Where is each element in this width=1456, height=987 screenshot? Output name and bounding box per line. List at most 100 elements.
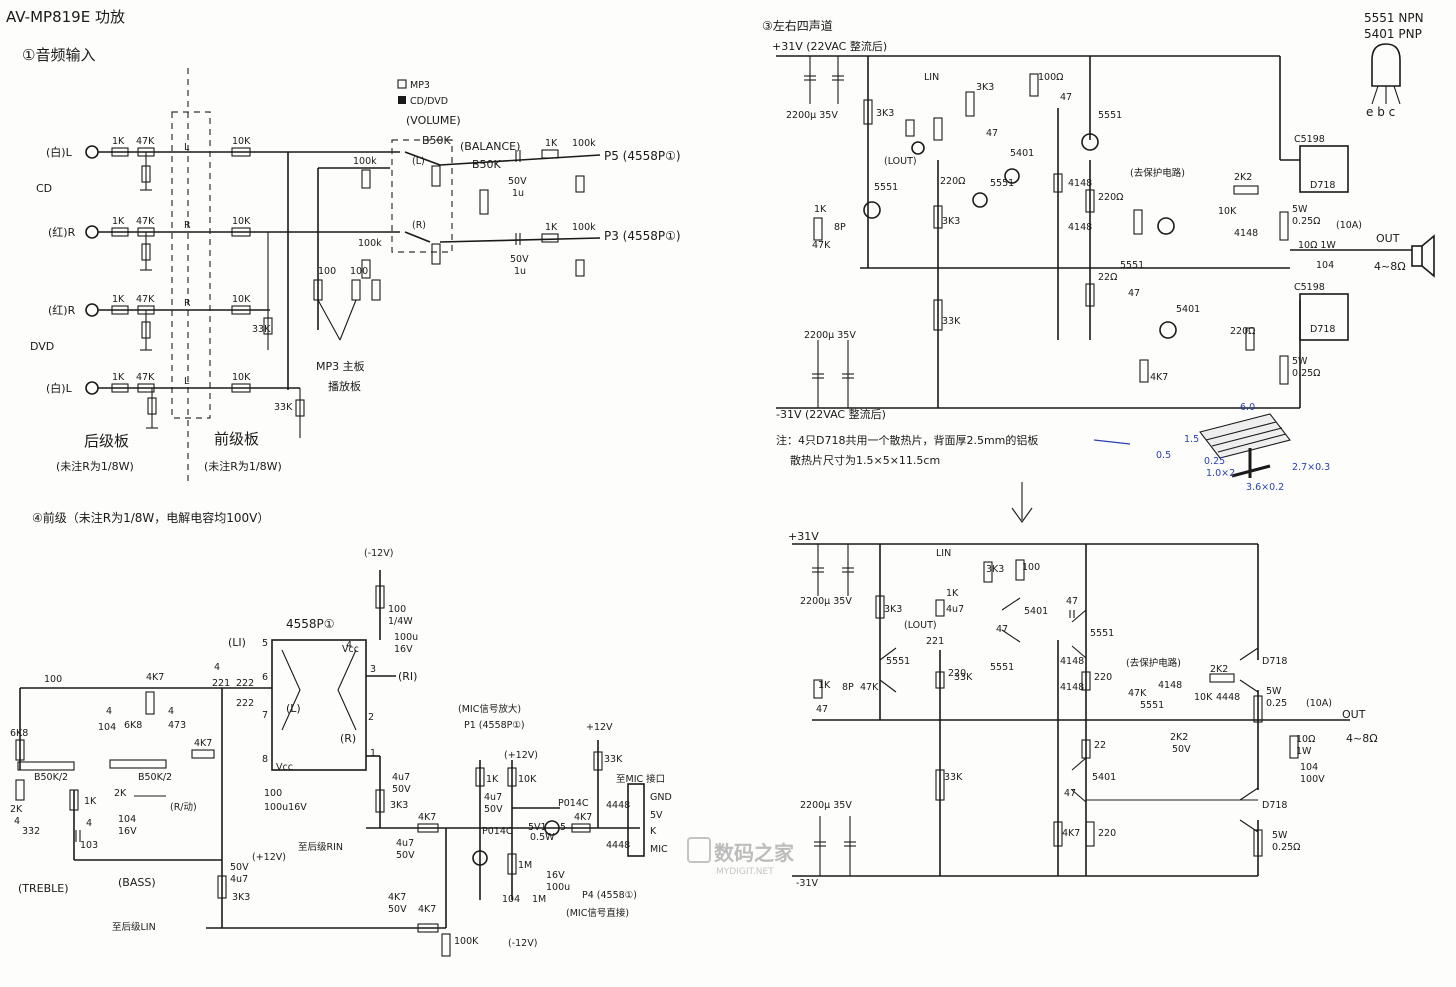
amp-lin-label-top: LIN bbox=[924, 72, 939, 83]
down-arrow-icon bbox=[1011, 482, 1033, 523]
mic-connector-label: 至MIC 接口 bbox=[616, 773, 665, 785]
mp3-board-label: MP3 主板 bbox=[316, 359, 365, 373]
svg-text:16V: 16V bbox=[394, 644, 413, 655]
pnp-label: 5401 PNP bbox=[1364, 27, 1422, 41]
svg-text:4148: 4148 bbox=[1060, 656, 1084, 667]
svg-text:3.6×0.2: 3.6×0.2 bbox=[1246, 482, 1284, 493]
svg-text:4148: 4148 bbox=[1068, 178, 1092, 189]
protect-label-bottom: (去保护电路) bbox=[1126, 657, 1181, 669]
svg-text:10K: 10K bbox=[1218, 206, 1237, 217]
svg-text:4K7: 4K7 bbox=[1150, 372, 1168, 383]
svg-text:100k: 100k bbox=[572, 138, 596, 149]
svg-text:10Ω 1W: 10Ω 1W bbox=[1298, 240, 1336, 251]
volume-pot-value: B50K bbox=[422, 134, 452, 147]
fuse-label-top: (10A) bbox=[1336, 220, 1362, 231]
svg-text:(+12V): (+12V) bbox=[504, 750, 538, 761]
svg-text:222: 222 bbox=[236, 698, 254, 709]
svg-text:3K3: 3K3 bbox=[986, 564, 1004, 575]
d718-label-bottom: D718 bbox=[1310, 324, 1335, 335]
svg-text:4K7: 4K7 bbox=[574, 812, 592, 823]
top-cap-label: 2200μ 35V bbox=[786, 110, 838, 121]
svg-text:1/4W: 1/4W bbox=[388, 616, 413, 627]
mic-k-label: K bbox=[650, 826, 657, 837]
svg-text:104: 104 bbox=[118, 814, 136, 825]
svg-text:1M: 1M bbox=[518, 860, 532, 871]
svg-text:4: 4 bbox=[86, 818, 92, 829]
svg-text:1u: 1u bbox=[512, 188, 524, 199]
svg-text:1K: 1K bbox=[545, 138, 558, 149]
svg-text:5W: 5W bbox=[1266, 686, 1282, 697]
svg-text:10K: 10K bbox=[232, 136, 251, 147]
dvd-group-label: DVD bbox=[30, 340, 54, 353]
svg-text:3K3: 3K3 bbox=[976, 82, 994, 93]
mic-title: (MIC信号放大) bbox=[458, 703, 521, 715]
svg-text:5401: 5401 bbox=[1024, 606, 1048, 617]
svg-text:8: 8 bbox=[262, 754, 268, 765]
svg-text:47: 47 bbox=[1064, 788, 1076, 799]
svg-text:4148: 4148 bbox=[1060, 682, 1084, 693]
svg-text:D718: D718 bbox=[1262, 800, 1287, 811]
svg-text:220: 220 bbox=[948, 668, 966, 679]
fuse-label-bottom: (10A) bbox=[1306, 698, 1332, 709]
svg-text:5551: 5551 bbox=[990, 662, 1014, 673]
svg-text:473: 473 bbox=[168, 720, 186, 731]
svg-text:2K: 2K bbox=[10, 804, 23, 815]
svg-text:221: 221 bbox=[926, 636, 944, 647]
svg-text:220: 220 bbox=[1094, 672, 1112, 683]
svg-text:1K: 1K bbox=[112, 294, 125, 305]
svg-text:4u7: 4u7 bbox=[392, 772, 410, 783]
svg-text:33K: 33K bbox=[944, 772, 963, 783]
svg-text:33K: 33K bbox=[942, 316, 961, 327]
svg-text:4K7: 4K7 bbox=[418, 904, 436, 915]
svg-text:5: 5 bbox=[262, 638, 268, 649]
svg-text:(-12V): (-12V) bbox=[508, 938, 537, 949]
svg-text:332: 332 bbox=[22, 826, 40, 837]
svg-text:47K: 47K bbox=[136, 216, 155, 227]
svg-text:D718: D718 bbox=[1262, 656, 1287, 667]
svg-text:5401: 5401 bbox=[1176, 304, 1200, 315]
svg-text:4: 4 bbox=[168, 706, 174, 717]
svg-text:5551: 5551 bbox=[1120, 260, 1144, 271]
heatsink-icon bbox=[1199, 413, 1291, 478]
out-label-bottom: OUT bbox=[1342, 708, 1366, 721]
heatsink-note-line1: 注：4只D718共用一个散热片，背面厚2.5mm的铝板 bbox=[776, 433, 1038, 447]
svg-text:220Ω: 220Ω bbox=[940, 176, 965, 187]
bass-label: (BASS) bbox=[118, 876, 156, 889]
mic-gnd-label: GND bbox=[650, 792, 672, 803]
to-rear-rin-label: 至后级RIN bbox=[298, 841, 343, 853]
svg-text:4K7: 4K7 bbox=[194, 738, 212, 749]
mic-5v-label: 5V bbox=[650, 810, 663, 821]
svg-text:100k: 100k bbox=[572, 222, 596, 233]
svg-text:47K: 47K bbox=[136, 294, 155, 305]
svg-text:4K7: 4K7 bbox=[1062, 828, 1080, 839]
output-p3-label: P3 (4558P①) bbox=[604, 229, 681, 243]
svg-text:10Ω: 10Ω bbox=[1296, 734, 1315, 745]
svg-text:1K: 1K bbox=[946, 588, 959, 599]
svg-text:2.7×0.3: 2.7×0.3 bbox=[1292, 462, 1330, 473]
svg-text:2K2: 2K2 bbox=[1234, 172, 1252, 183]
svg-text:1K: 1K bbox=[112, 136, 125, 147]
audio-input-section: (白)L (红)R (红)R (白)L CD DVD bbox=[30, 68, 681, 482]
heatsink-note: 注：4只D718共用一个散热片，背面厚2.5mm的铝板 散热片尺寸为1.5×5×… bbox=[776, 402, 1330, 523]
pos-31v-bottom: +31V bbox=[788, 530, 819, 543]
svg-text:5551: 5551 bbox=[886, 656, 910, 667]
svg-text:(L): (L) bbox=[412, 156, 425, 167]
mic-p1-label: P1 (4558P①) bbox=[464, 720, 525, 731]
svg-text:47: 47 bbox=[1060, 92, 1072, 103]
svg-text:1K: 1K bbox=[545, 222, 558, 233]
svg-text:4448: 4448 bbox=[606, 800, 630, 811]
svg-text:5551: 5551 bbox=[1090, 628, 1114, 639]
neg-31v-label: -31V (22VAC 整流后) bbox=[776, 407, 886, 421]
svg-text:5401: 5401 bbox=[1092, 772, 1116, 783]
svg-text:5V1: 5V1 bbox=[528, 822, 547, 833]
heatsink-note-line2: 散热片尺寸为1.5×5×11.5cm bbox=[790, 453, 940, 467]
svg-text:100K: 100K bbox=[454, 936, 479, 947]
svg-text:10K: 10K bbox=[1194, 692, 1213, 703]
svg-text:100: 100 bbox=[350, 266, 368, 277]
svg-text:4148: 4148 bbox=[1158, 680, 1182, 691]
svg-text:22Ω: 22Ω bbox=[1098, 272, 1117, 283]
rear-board-label: 后级板 bbox=[84, 432, 129, 450]
mic-mic-label: MIC bbox=[650, 844, 668, 855]
amp-lout-label-bottom: (LOUT) bbox=[904, 620, 937, 631]
